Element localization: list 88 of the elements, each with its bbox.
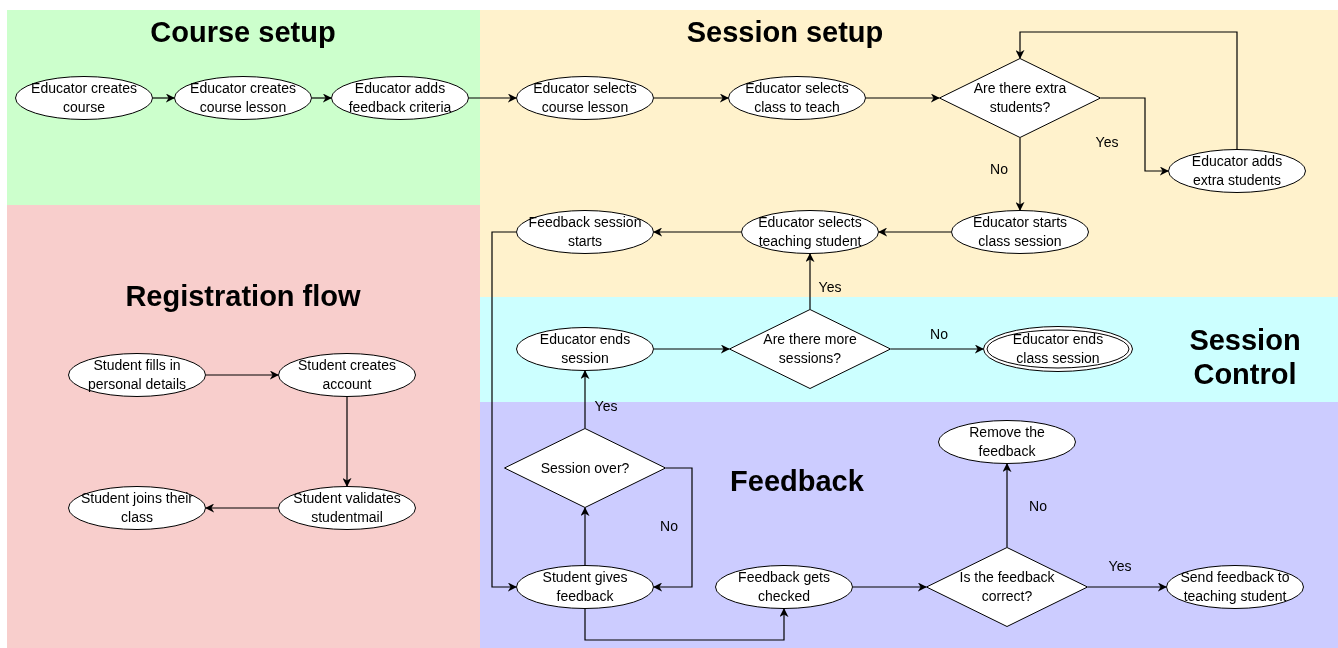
lane-title: Course setup [149,15,337,49]
end-ellipse [983,326,1133,372]
lane-title: Feedback [729,464,865,498]
decision-diamond [939,58,1101,138]
arrow [152,93,175,103]
process-ellipse [951,210,1089,254]
arrow [342,396,352,487]
arrow [468,93,517,103]
node-label: Are there more sessions? [762,330,858,368]
edge-label: Yes [594,398,618,414]
process-ellipse [1166,565,1304,609]
node-label: Student fills in personal details [86,356,188,394]
node-label: Educator selects teaching student [757,213,863,251]
arrow [1087,582,1167,592]
node-label: Student joins their class [79,489,195,527]
swimlane-band [480,297,1338,402]
arrow [205,370,279,380]
node-label: Educator ends session [538,330,632,368]
node-label: Educator creates course [30,79,138,117]
swimlane-band [7,205,480,648]
process-ellipse [1168,149,1306,193]
decision-diamond [926,547,1088,627]
process-ellipse [278,353,416,397]
edge-label: No [990,161,1008,177]
arrow [890,344,984,354]
process-ellipse [278,486,416,530]
arrow [584,608,789,641]
process-ellipse [331,76,469,120]
arrow [878,227,952,237]
swimlane-band [480,402,1338,648]
process-ellipse [68,353,206,397]
node-label: Remove the feedback [968,423,1046,461]
node-label: Student validates studentmail [292,489,402,527]
arrow [653,467,693,592]
arrow [805,253,815,310]
arrow [205,503,279,513]
process-ellipse [174,76,312,120]
arrow [865,93,940,103]
decision-diamond [504,428,666,508]
decision-diamond [729,309,891,389]
node-label: Educator starts class session [971,213,1069,251]
node-label: Session over? [540,458,630,478]
process-ellipse [715,565,853,609]
process-ellipse [741,210,879,254]
node-label: Are there extra students? [972,79,1068,117]
arrow [653,93,729,103]
edge-label: Yes [1095,134,1119,150]
node-label: Educator selects course lesson [532,79,638,117]
arrow [852,582,927,592]
swimlane-band [7,10,480,205]
lane-title: Session Control [1188,323,1302,391]
arrow [580,507,590,566]
node-label: Send feedback to teaching student [1179,568,1291,606]
arrow [653,344,730,354]
arrow [653,227,742,237]
process-ellipse [68,486,206,530]
swimlane-band [480,10,1338,297]
node-label: Student gives feedback [541,568,629,606]
arrow [1015,137,1025,211]
node-label: Educator adds extra students [1190,152,1284,190]
arrow [491,231,517,592]
arrow [1100,97,1169,176]
process-ellipse [516,210,654,254]
node-label: Educator adds feedback criteria [347,79,453,117]
lane-title: Registration flow [124,279,362,313]
process-ellipse [516,565,654,609]
arrow [1002,463,1012,548]
node-label: Educator creates course lesson [189,79,297,117]
arrow [580,370,590,429]
process-ellipse [938,420,1076,464]
process-ellipse [728,76,866,120]
process-ellipse [516,327,654,371]
edge-label: No [660,518,678,534]
process-ellipse [516,76,654,120]
edge-label: Yes [1108,558,1132,574]
arrow [311,93,332,103]
node-label: Feedback session starts [527,213,643,251]
edge-label: Yes [818,279,842,295]
node-label: Is the feedback correct? [958,568,1056,606]
edge-label: No [930,326,948,342]
lane-title: Session setup [685,15,885,49]
process-ellipse [15,76,153,120]
arrow [1015,31,1238,150]
node-label: Feedback gets checked [737,568,831,606]
node-label: Educator selects class to teach [744,79,850,117]
node-label: Educator ends class session [1011,330,1105,368]
edge-label: No [1029,498,1047,514]
node-label: Student creates account [296,356,398,394]
